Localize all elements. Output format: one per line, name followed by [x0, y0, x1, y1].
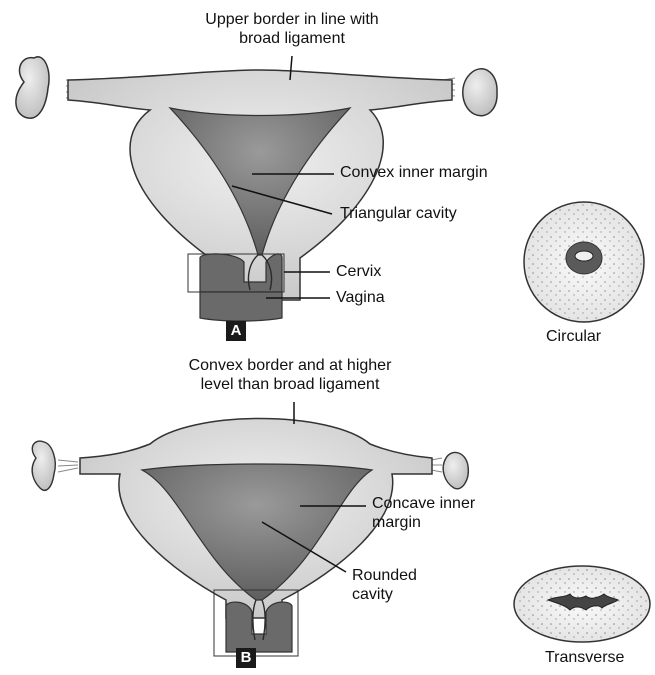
badge-a: A	[226, 321, 246, 341]
label-rounded-line2: cavity	[352, 585, 417, 604]
label-rounded-line1: Rounded	[352, 566, 417, 585]
label-concave-inner-margin: Concave inner margin	[372, 494, 475, 532]
cervix-a	[200, 254, 282, 292]
label-concave-line1: Concave inner	[372, 494, 475, 513]
left-ovary-b	[32, 441, 55, 490]
label-triangular-cavity: Triangular cavity	[340, 204, 457, 223]
label-rounded-cavity: Rounded cavity	[352, 566, 417, 604]
label-circular: Circular	[546, 327, 601, 346]
top-label-a-line2: broad ligament	[160, 29, 424, 48]
label-concave-line2: margin	[372, 513, 475, 532]
circular-lumen	[575, 251, 593, 261]
circular-cross-section	[524, 202, 644, 322]
right-ovary-a	[463, 69, 497, 116]
figure-a	[16, 56, 497, 321]
right-ovary-b	[443, 452, 468, 488]
top-label-b: Convex border and at higher level than b…	[140, 356, 440, 394]
left-fimbriae-b	[58, 460, 78, 472]
top-label-a-line1: Upper border in line with	[160, 10, 424, 29]
label-cervix: Cervix	[336, 262, 381, 281]
badge-b: B	[236, 648, 256, 668]
top-label-b-line1: Convex border and at higher	[140, 356, 440, 375]
top-label-b-line2: level than broad ligament	[140, 375, 440, 394]
label-convex-inner-margin: Convex inner margin	[340, 163, 488, 182]
top-label-a: Upper border in line with broad ligament	[160, 10, 424, 48]
transverse-cross-section	[514, 566, 650, 642]
label-vagina: Vagina	[336, 288, 385, 307]
left-ovary-a	[16, 57, 49, 118]
label-transverse: Transverse	[545, 648, 624, 667]
vagina-a	[200, 292, 282, 321]
